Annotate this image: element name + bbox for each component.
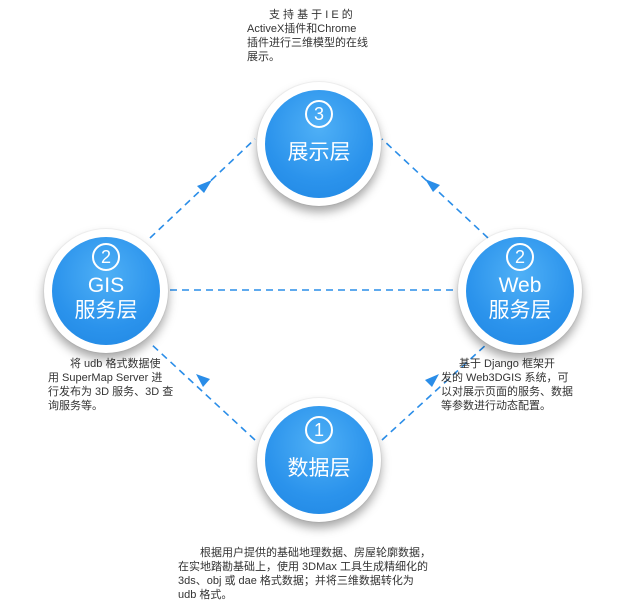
node-web-service-layer: 2 Web 服务层 <box>458 229 582 353</box>
node-display-layer: 3 展示层 <box>257 82 381 206</box>
number-badge-2-web: 2 <box>506 243 534 271</box>
description-line: 以对展示页面的服务、数据 <box>441 386 573 398</box>
node-web-circle: 2 Web 服务层 <box>466 237 574 345</box>
description-line: 将 udb 格式数据使 <box>70 358 161 370</box>
number-badge-1: 1 <box>305 416 333 444</box>
description-line: 3ds、obj 或 dae 格式数据；并将三维数据转化为 <box>178 575 414 587</box>
node-web-label-line1: Web <box>498 274 542 297</box>
description-line: udb 格式。 <box>178 589 233 601</box>
number-badge-3: 3 <box>305 100 333 128</box>
node-gis-circle: 2 GIS 服务层 <box>52 237 160 345</box>
description-line: 展示。 <box>247 51 280 63</box>
description-line: 发的 Web3DGIS 系统，可 <box>441 372 569 384</box>
node-data-label: 数据层 <box>287 457 351 480</box>
number-badge-2-gis: 2 <box>92 243 120 271</box>
description-gis-layer: 将 udb 格式数据使 用 SuperMap Server 进 行发布为 3D … <box>48 357 193 413</box>
arrow-data-gis <box>196 374 210 387</box>
description-display-layer: 支 持 基 于 I E 的 ActiveX插件和Chrome 插件进行三维模型的… <box>247 8 387 64</box>
description-web-layer: 基于 Django 框架开 发的 Web3DGIS 系统，可 以对展示页面的服务… <box>441 357 601 413</box>
description-line: 询服务等。 <box>48 400 103 412</box>
description-line: 在实地踏勘基础上，使用 3DMax 工具生成精细化的 <box>178 561 428 573</box>
node-data-circle: 1 数据层 <box>265 406 373 514</box>
node-web-label-line2: 服务层 <box>488 299 552 322</box>
description-line: 支 持 基 于 I E 的 <box>269 9 353 21</box>
node-data-layer: 1 数据层 <box>257 398 381 522</box>
arrow-gis-display <box>197 180 212 193</box>
description-line: 基于 Django 框架开 <box>459 358 555 370</box>
description-line: ActiveX插件和Chrome <box>247 23 357 35</box>
node-display-circle: 3 展示层 <box>265 90 373 198</box>
description-line: 插件进行三维模型的在线 <box>247 37 368 49</box>
description-line: 行发布为 3D 服务、3D 查 <box>48 386 174 398</box>
arrow-data-web <box>425 374 439 387</box>
arrow-web-display <box>425 179 440 192</box>
node-gis-service-layer: 2 GIS 服务层 <box>44 229 168 353</box>
node-gis-label-line1: GIS <box>87 274 125 297</box>
description-data-layer: 根据用户提供的基础地理数据、房屋轮廓数据， 在实地踏勘基础上，使用 3DMax … <box>178 546 458 602</box>
description-line: 用 SuperMap Server 进 <box>48 372 163 384</box>
node-gis-label-line2: 服务层 <box>74 299 138 322</box>
description-line: 等参数进行动态配置。 <box>441 400 551 412</box>
node-display-label: 展示层 <box>287 141 351 164</box>
description-line: 根据用户提供的基础地理数据、房屋轮廓数据， <box>200 547 431 559</box>
